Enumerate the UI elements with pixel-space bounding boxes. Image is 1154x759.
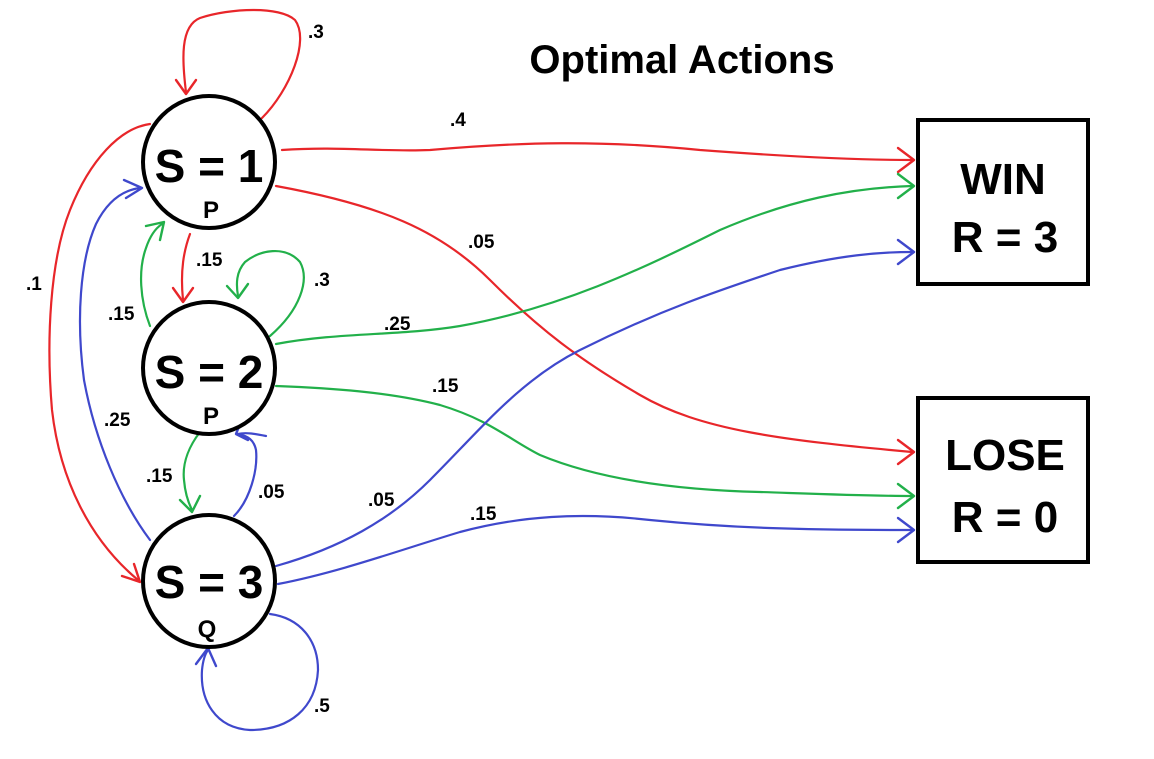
terminal-lose: LOSE R = 0 — [916, 396, 1090, 564]
prob-s3-lose: .15 — [470, 504, 497, 525]
state-action: Q — [198, 616, 217, 643]
edge-s3-s1 — [78, 178, 152, 542]
terminal-title: LOSE — [945, 431, 1065, 480]
state-action: P — [203, 403, 219, 430]
prob-s3-s3: .5 — [314, 696, 330, 717]
state-node-s3: S = 3 Q — [141, 513, 277, 649]
prob-s2-win: .25 — [384, 314, 411, 335]
state-node-s2: S = 2 P — [141, 300, 277, 436]
terminal-reward: R = 0 — [952, 493, 1058, 542]
prob-s1-s1: .3 — [308, 22, 324, 43]
edge-s2-win — [274, 172, 916, 346]
edge-s1-win — [280, 142, 916, 174]
prob-s3-s2: .05 — [258, 482, 285, 503]
prob-s1-lose: .05 — [468, 232, 495, 253]
edge-s1-s3 — [48, 122, 152, 584]
state-label: S = 2 — [155, 346, 264, 398]
state-label: S = 3 — [155, 556, 264, 608]
terminal-reward: R = 3 — [952, 213, 1058, 262]
prob-s2-s3: .15 — [146, 466, 173, 487]
edge-s2-lose — [274, 384, 916, 510]
edge-s3-lose — [276, 514, 916, 586]
prob-s2-s1: .15 — [108, 304, 135, 325]
prob-s3-s1: .25 — [104, 410, 131, 431]
prob-s2-s2: .3 — [314, 270, 330, 291]
edge-s1-s1 — [174, 8, 302, 120]
prob-s3-win: .05 — [368, 490, 395, 511]
diagram-title: Optimal Actions — [529, 38, 834, 82]
state-action: P — [203, 197, 219, 224]
edge-s2-s3 — [178, 430, 202, 514]
edge-s3-win — [274, 238, 916, 568]
edge-s1-lose — [274, 184, 916, 466]
terminal-title: WIN — [960, 155, 1046, 204]
edge-s1-s2 — [171, 232, 195, 304]
edge-s2-s2 — [225, 249, 305, 338]
prob-s1-s3: .1 — [26, 274, 42, 295]
state-label: S = 1 — [155, 140, 264, 192]
prob-s1-s2: .15 — [196, 250, 223, 271]
edge-s2-s1 — [139, 220, 166, 328]
prob-s2-lose: .15 — [432, 376, 459, 397]
prob-s1-win: .4 — [450, 110, 466, 131]
state-node-s1: S = 1 P — [141, 94, 277, 230]
terminal-win: WIN R = 3 — [916, 118, 1090, 286]
